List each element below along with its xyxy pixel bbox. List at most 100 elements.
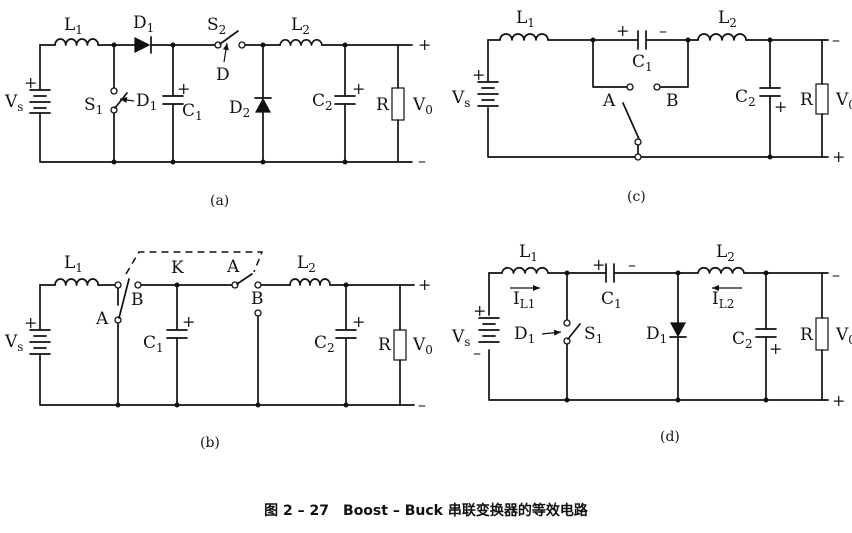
svg-text:D1: D1: [133, 13, 154, 35]
sign-c2-plus-d: +: [769, 339, 782, 358]
label-c2-d: C: [732, 329, 745, 349]
svg-text:IL2: IL2: [712, 289, 734, 311]
panel-d: L1 IL1 + – C1 L2 IL2 Vs + – D1 S1 D1 C2 …: [451, 242, 852, 445]
label-l2-d: L: [716, 242, 727, 262]
label-d1-d: D: [514, 324, 528, 344]
label-s2-a: S: [207, 15, 219, 35]
sign-out-minus-d: –: [832, 265, 840, 284]
sign-c1-plus-d: +: [592, 255, 605, 274]
label-v0-a: V: [412, 95, 426, 115]
capacitor-c2-d: [755, 328, 777, 338]
label-a2-b: A: [226, 257, 240, 277]
svg-text:Vs: Vs: [451, 88, 470, 110]
svg-text:V0: V0: [412, 335, 433, 357]
svg-text:Vs: Vs: [4, 92, 23, 114]
label-c1-a: C: [182, 101, 195, 121]
caption-c: (c): [627, 189, 646, 205]
inductor-l2-a: [279, 39, 323, 46]
svg-text:D1: D1: [136, 91, 157, 113]
svg-text:V0: V0: [412, 95, 433, 117]
label-vs-a: V: [4, 92, 18, 112]
figure-caption: 图 2 – 27 Boost – Buck 串联变换器的等效电路: [264, 503, 588, 519]
svg-text:L1: L1: [64, 253, 83, 275]
label-c2-b: C: [314, 333, 327, 353]
sign-c1-plus-c: +: [616, 21, 629, 40]
capacitor-c1-d: [605, 263, 615, 283]
capacitor-c1-a: [162, 95, 184, 105]
svg-text:IL1: IL1: [513, 289, 535, 311]
label-v0-b: V: [412, 335, 426, 355]
sign-out-plus-b: +: [418, 275, 431, 294]
label-il2-d: I: [712, 289, 719, 309]
svg-text:C1: C1: [182, 101, 203, 123]
label-d1-a: D: [133, 13, 147, 33]
sign-vs-plus-b: +: [24, 313, 37, 332]
switch-s2-a: [214, 30, 246, 63]
svg-text:L2: L2: [291, 15, 310, 37]
label-c2-c: C: [735, 87, 748, 107]
svg-text:L1: L1: [516, 8, 535, 30]
diode-d1-d: [669, 322, 687, 338]
label-v0-d: V: [835, 325, 849, 345]
switch-left-b: [114, 278, 142, 324]
dots-c: [590, 37, 773, 160]
svg-text:C2: C2: [312, 91, 333, 113]
label-a1-b: A: [95, 309, 109, 329]
label-d2-a: D: [229, 98, 243, 118]
svg-text:D1: D1: [514, 324, 535, 346]
switch-s1-d: [541, 319, 581, 345]
resistor-r-b: [393, 329, 407, 361]
wires-b: [39, 284, 415, 406]
label-r-c: R: [800, 90, 814, 110]
labels-a: L1 D1 S2 D L2 Vs + S1 D1 + C1 D2 C2 + R …: [4, 13, 433, 209]
inductor-l2-d: [697, 267, 745, 274]
svg-text:D1: D1: [646, 324, 667, 346]
sign-c2-plus-c: +: [774, 97, 787, 116]
svg-text:S2: S2: [207, 15, 226, 37]
dots-a: [111, 42, 348, 165]
label-r-b: R: [378, 335, 392, 355]
capacitor-c2-c: [759, 87, 781, 97]
label-b1-b: B: [131, 290, 144, 310]
svg-text:Vs: Vs: [451, 327, 470, 349]
label-l1-b: L: [64, 253, 75, 273]
label-r-a: R: [376, 95, 390, 115]
capacitor-c1-b: [166, 329, 188, 339]
resistor-r-d: [815, 317, 829, 351]
svg-text:V0: V0: [835, 325, 852, 347]
svg-text:L1: L1: [64, 15, 83, 37]
label-l2-c: L: [718, 8, 729, 28]
sign-c1-plus-b: +: [182, 312, 195, 331]
inductor-l1-c: [499, 33, 549, 41]
svg-text:C1: C1: [601, 289, 622, 311]
label-v0-c: V: [835, 90, 849, 110]
sign-c1-minus-c: –: [659, 21, 667, 40]
inductor-l2-b: [289, 278, 331, 286]
label-l2-a: L: [291, 15, 302, 35]
label-l1-c: L: [516, 8, 527, 28]
label-s1-d: S: [584, 324, 596, 344]
sign-vs-plus-c: +: [472, 65, 485, 84]
label-k-b: K: [171, 258, 184, 278]
sign-vs-plus-a: +: [24, 73, 37, 92]
sign-out-minus-a: –: [418, 151, 426, 170]
inductor-l1-a: [54, 38, 100, 46]
svg-text:C2: C2: [314, 333, 335, 355]
resistor-r-a: [391, 87, 405, 121]
dots-d: [564, 270, 769, 403]
svg-text:Vs: Vs: [4, 332, 23, 354]
label-l1-d: L: [519, 242, 530, 262]
inductor-l1-d: [501, 267, 549, 274]
sign-vs-plus-d: +: [473, 301, 486, 320]
label-c1-b: C: [143, 333, 156, 353]
sign-vs-minus-d: –: [473, 343, 481, 362]
battery-vs-c: [477, 81, 499, 107]
label-vs-b: V: [4, 332, 18, 352]
svg-text:V0: V0: [835, 90, 852, 112]
labels-c: L1 + – C1 L2 A B Vs + C2 + R V0 – + (c): [451, 8, 852, 205]
sign-c2-plus-b: +: [352, 312, 365, 331]
svg-text:L2: L2: [718, 8, 737, 30]
label-b-c: B: [666, 91, 679, 111]
switch-c: [622, 83, 661, 161]
